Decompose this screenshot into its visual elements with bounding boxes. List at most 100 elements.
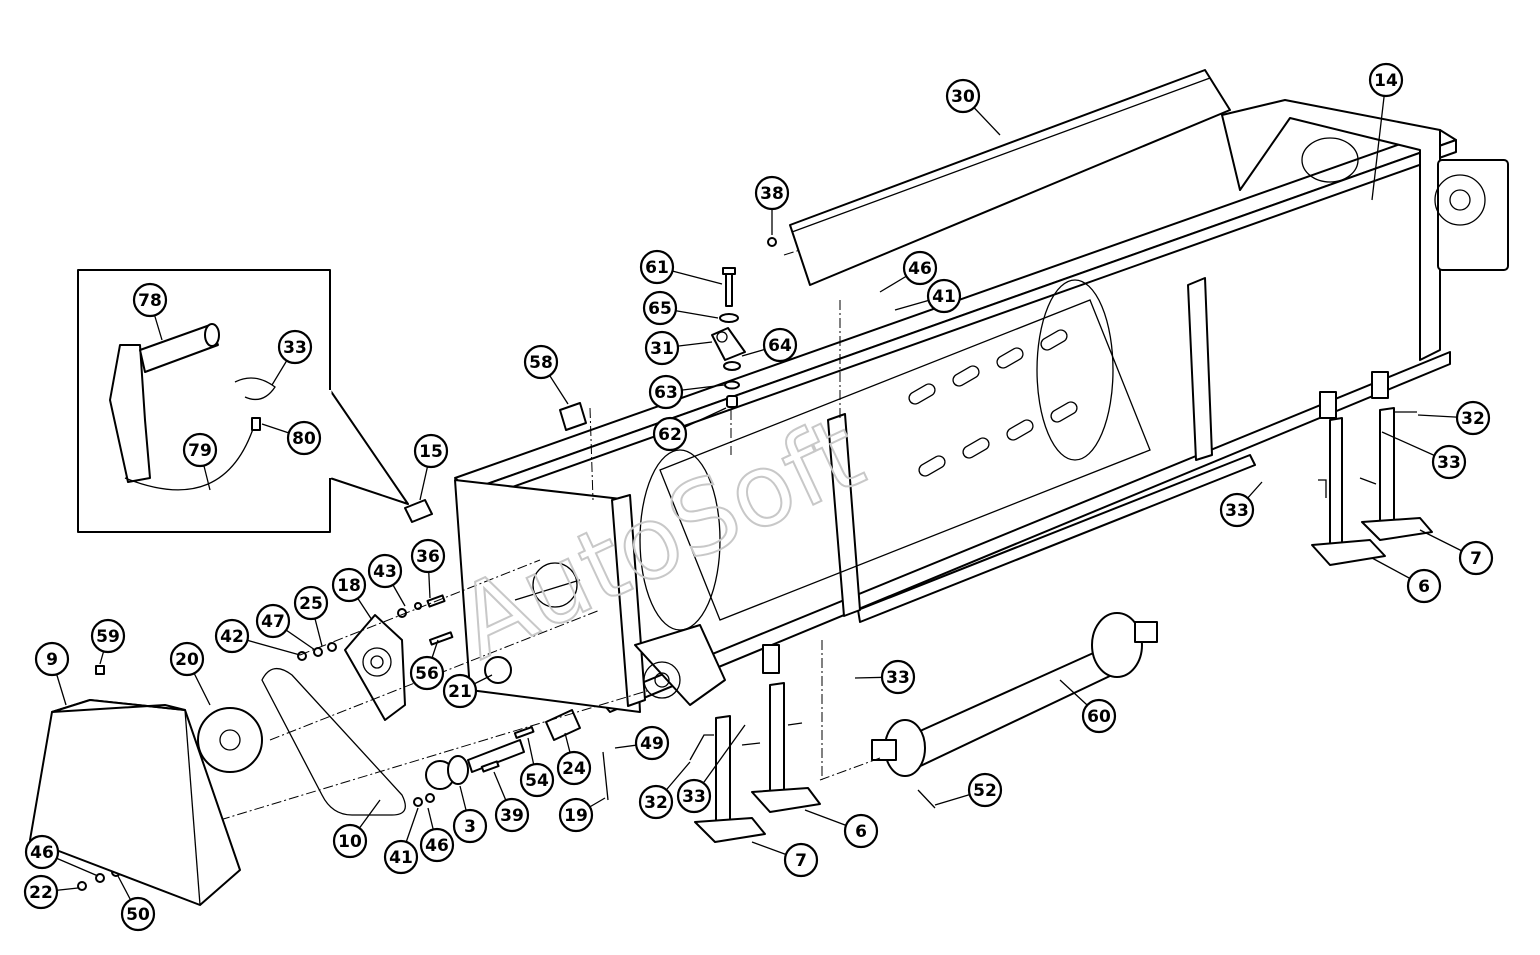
callout-7: 7 [1458,540,1494,576]
callout-20: 20 [169,641,205,677]
callout-circle [293,585,329,621]
callout-label: 14 [1374,71,1398,91]
left-stands [689,644,821,843]
callout-circle [783,842,819,878]
callout-41: 41 [926,278,962,314]
callout-63: 63 [648,374,684,410]
callout-circle [24,834,60,870]
callout-circle [642,290,678,326]
callout-label: 33 [1437,453,1461,473]
callout-circle [762,327,798,363]
callout-circle [413,433,449,469]
callout-circle [331,567,367,603]
callout-circle [409,655,445,691]
callout-label: 61 [645,258,669,278]
callout-label: 9 [46,650,58,670]
callout-label: 7 [795,851,807,871]
callout-6: 6 [843,813,879,849]
pto-shaft [871,612,1158,809]
callout-circle [367,553,403,589]
callout-circle [332,823,368,859]
callout-7: 7 [783,842,819,878]
callout-circle [132,282,168,318]
callout-33: 33 [1219,492,1255,528]
callout-circle [1406,568,1442,604]
callout-circle [120,896,156,932]
callout-circle [754,175,790,211]
callout-label: 58 [529,353,553,373]
callout-label: 6 [855,822,867,842]
callout-circle [967,772,1003,808]
callout-circle [639,249,675,285]
callout-circle [1431,444,1467,480]
callout-label: 41 [932,287,956,307]
callout-79: 79 [182,432,218,468]
callout-label: 46 [908,259,932,279]
callout-circle [902,250,938,286]
callout-label: 20 [175,650,199,670]
callout-52: 52 [967,772,1003,808]
callout-label: 41 [389,848,413,868]
callout-33: 33 [277,329,313,365]
callout-label: 31 [650,339,674,359]
callout-circle [410,538,446,574]
callout-39: 39 [494,797,530,833]
callout-9: 9 [34,641,70,677]
callout-60: 60 [1081,698,1117,734]
callout-label: 78 [138,291,162,311]
callout-circle [23,874,59,910]
callout-circle [558,797,594,833]
hitch-bracket [711,267,746,455]
callout-label: 47 [261,612,285,632]
callout-label: 18 [337,576,361,596]
callout-3: 3 [452,808,488,844]
callout-label: 65 [648,299,672,319]
callout-6: 6 [1406,568,1442,604]
callout-25: 25 [293,585,329,621]
callout-circle [926,278,962,314]
callout-circle [214,618,250,654]
callout-label: 25 [299,594,323,614]
callout-circle [182,432,218,468]
callout-circle [519,762,555,798]
callout-33: 33 [676,778,712,814]
callout-label: 10 [338,832,362,852]
callout-circle [634,725,670,761]
callout-label: 64 [768,336,792,356]
callout-label: 3 [464,817,476,837]
callout-circle [676,778,712,814]
callout-54: 54 [519,762,555,798]
main-frame [454,99,1509,713]
callout-circle [945,78,981,114]
callout-label: 46 [30,843,54,863]
callout-14: 14 [1368,62,1404,98]
callout-circle [34,641,70,677]
callout-circle [255,603,291,639]
callout-24: 24 [556,750,592,786]
callout-label: 54 [525,771,549,791]
callout-label: 6 [1418,577,1430,597]
callout-62: 62 [652,416,688,452]
callout-56: 56 [409,655,445,691]
callout-circle [1081,698,1117,734]
callout-circle [638,784,674,820]
callout-circle [419,827,455,863]
callout-49: 49 [634,725,670,761]
callout-43: 43 [367,553,403,589]
callout-label: 32 [1461,409,1485,429]
callout-label: 50 [126,905,150,925]
callout-circle [1219,492,1255,528]
callout-label: 39 [500,806,524,826]
callout-31: 31 [644,330,680,366]
callout-label: 21 [448,682,472,702]
callout-59: 59 [90,618,126,654]
callout-circle [652,416,688,452]
callout-label: 43 [373,562,397,582]
callout-circle [90,618,126,654]
callout-label: 56 [415,664,439,684]
callout-33: 33 [1431,444,1467,480]
callout-circle [644,330,680,366]
callout-42: 42 [214,618,250,654]
